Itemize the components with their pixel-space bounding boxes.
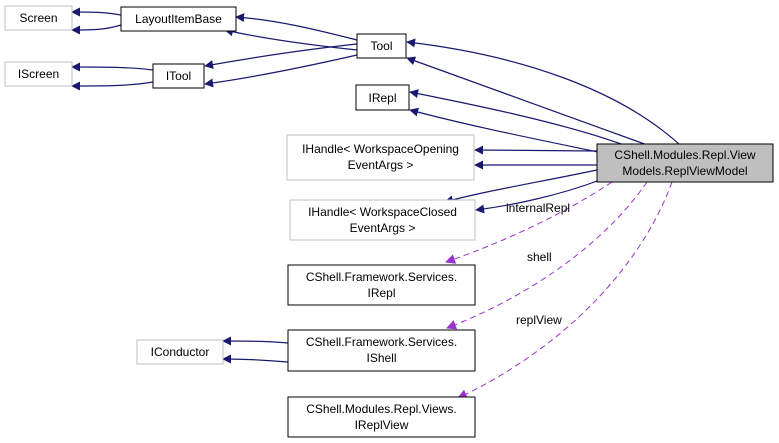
edge-usage-internalrepl [445, 181, 613, 264]
node-layoutitembase-label: LayoutItemBase [135, 12, 222, 26]
edge-tool-layoutitembase-upper [235, 13, 358, 41]
node-replviewmodel[interactable]: CShell.Modules.Repl.View Models.ReplView… [596, 143, 774, 183]
edge-ishell-iconductor-upper [222, 336, 289, 346]
edge-replviewmodel-ihandle-closed-lower [475, 179, 601, 214]
node-replviewmodel-label-1: CShell.Modules.Repl.View [614, 148, 756, 162]
edge-usage-shell [446, 181, 648, 330]
node-layoutitembase[interactable]: LayoutItemBase [120, 6, 237, 32]
edge-tool-itool-upper [204, 43, 358, 70]
node-ihandle-opening-label-2: EventArgs > [348, 158, 414, 172]
node-irepl[interactable]: IRepl [355, 84, 410, 111]
edge-layoutitembase-screen-upper [71, 7, 122, 17]
node-ireplview-label-2: IReplView [355, 418, 409, 432]
node-ireplview-label-1: CShell.Modules.Repl.Views. [306, 402, 457, 416]
node-iscreen[interactable]: IScreen [4, 61, 73, 87]
edge-replviewmodel-irepl-upper [409, 89, 625, 146]
node-ihandle-opening-label-1: IHandle< WorkspaceOpening [302, 142, 459, 156]
edge-replviewmodel-tool-lower [406, 56, 651, 147]
node-ihandle-closed-label-2: EventArgs > [350, 221, 416, 235]
node-screen-label: Screen [19, 11, 57, 25]
node-services-irepl-label-2: IRepl [367, 286, 395, 300]
edge-replviewmodel-tool-upper [406, 38, 681, 146]
node-screen[interactable]: Screen [4, 5, 73, 31]
edge-itool-iscreen-lower [71, 81, 154, 91]
edge-itool-iscreen-upper [71, 62, 154, 72]
edge-ishell-iconductor-lower [222, 354, 289, 364]
node-iscreen-label: IScreen [18, 67, 59, 81]
node-services-irepl[interactable]: CShell.Framework.Services. IRepl [287, 264, 476, 306]
edge-replviewmodel-ihandle-opening-upper [474, 145, 598, 155]
edge-label-replview: replView [516, 313, 562, 327]
node-services-irepl-label-1: CShell.Framework.Services. [306, 270, 457, 284]
node-ireplview[interactable]: CShell.Modules.Repl.Views. IReplView [287, 396, 476, 438]
node-ihandle-opening[interactable]: IHandle< WorkspaceOpening EventArgs > [286, 134, 475, 181]
edge-tool-layoutitembase-lower [224, 27, 358, 51]
node-ihandle-closed[interactable]: IHandle< WorkspaceClosed EventArgs > [289, 199, 476, 241]
edge-layoutitembase-screen-lower [71, 24, 122, 35]
node-services-ishell-label-1: CShell.Framework.Services. [306, 335, 457, 349]
edge-replviewmodel-irepl-lower [409, 107, 599, 153]
node-ihandle-closed-label-1: IHandle< WorkspaceClosed [308, 205, 457, 219]
node-irepl-label: IRepl [368, 91, 396, 105]
edge-replviewmodel-ihandle-closed-upper [444, 169, 598, 205]
edge-tool-itool-lower [204, 54, 358, 88]
node-services-ishell-label-2: IShell [366, 351, 396, 365]
edge-label-shell: shell [527, 250, 552, 264]
edge-label-internalrepl: internalRepl [506, 201, 570, 215]
node-iconductor-label: IConductor [151, 345, 210, 359]
node-replviewmodel-label-2: Models.ReplViewModel [622, 164, 747, 178]
node-itool[interactable]: ITool [152, 63, 205, 89]
node-itool-label: ITool [166, 69, 191, 83]
node-services-ishell[interactable]: CShell.Framework.Services. IShell [287, 329, 476, 372]
node-iconductor[interactable]: IConductor [136, 339, 224, 365]
node-tool[interactable]: Tool [356, 33, 407, 59]
node-tool-label: Tool [370, 39, 392, 53]
